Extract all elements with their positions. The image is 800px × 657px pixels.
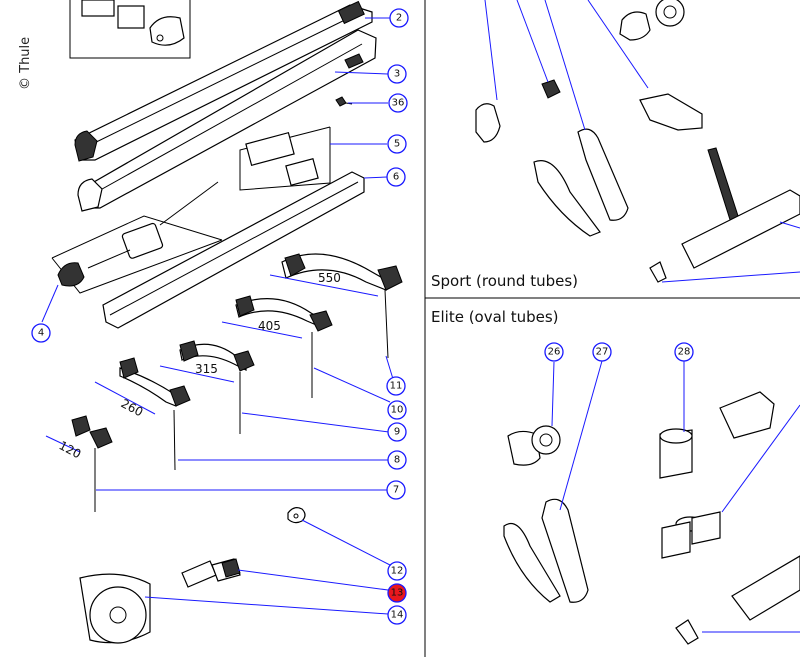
leader-lines-left (41, 17, 394, 615)
callout-2: 2 (389, 8, 409, 28)
dim-label-120: 120 (57, 438, 84, 461)
svg-text:9: 9 (394, 427, 400, 438)
dimension-550: 550 (269, 271, 379, 297)
svg-text:14: 14 (391, 610, 404, 621)
sport-parts (475, 0, 800, 283)
svg-text:6: 6 (393, 172, 399, 183)
dim-label-315: 315 (195, 362, 218, 376)
part-strap-roll (79, 573, 151, 644)
svg-text:3: 3 (394, 69, 400, 80)
elite-parts (503, 391, 800, 645)
svg-text:28: 28 (678, 347, 691, 358)
svg-text:27: 27 (596, 347, 609, 358)
dimension-315: 315 (159, 362, 235, 383)
svg-text:26: 26 (548, 347, 561, 358)
dimension-405: 405 (221, 319, 303, 339)
part-profile-bar (74, 0, 373, 162)
part-end-cap-set (51, 181, 223, 294)
part-plate-set (239, 126, 331, 191)
callout-28: 28 (674, 342, 694, 362)
svg-text:10: 10 (391, 405, 404, 416)
part-profile-bar-lower (77, 29, 377, 212)
part-bracket-set (69, 0, 191, 59)
svg-text:11: 11 (390, 381, 403, 392)
leader-lines-elite (551, 360, 800, 633)
part-clip (287, 507, 306, 524)
svg-text:13: 13 (391, 588, 404, 599)
callout-10: 10 (387, 400, 407, 420)
part-arm-550 (281, 253, 403, 359)
callout-4: 4 (31, 323, 51, 343)
dim-label-550: 550 (318, 271, 341, 285)
callout-14: 14 (387, 605, 407, 625)
callout-13-highlighted[interactable]: 13 (387, 583, 407, 603)
part-angle-bar (102, 171, 365, 329)
part-arm-405 (235, 295, 333, 398)
svg-text:8: 8 (394, 455, 400, 466)
callout-3: 3 (387, 64, 407, 84)
sport-panel-label: Sport (round tubes) (431, 272, 579, 290)
callout-27: 27 (592, 342, 612, 362)
dimension-120: 120 (45, 435, 84, 461)
callout-8: 8 (387, 450, 407, 470)
callout-9: 9 (387, 422, 407, 442)
callout-12: 12 (387, 561, 407, 581)
svg-text:7: 7 (393, 485, 399, 496)
svg-text:12: 12 (391, 566, 404, 577)
callout-36: 36 (388, 93, 408, 113)
callout-26: 26 (544, 342, 564, 362)
part-screw (335, 96, 353, 107)
leader-lines-sport (484, 0, 800, 283)
part-arm-120 (71, 415, 113, 512)
callout-6: 6 (386, 167, 406, 187)
elite-panel-label: Elite (oval tubes) (431, 308, 559, 326)
svg-text:4: 4 (38, 328, 44, 339)
svg-text:2: 2 (396, 13, 402, 24)
callout-7: 7 (386, 480, 406, 500)
part-buckle (181, 558, 241, 588)
dim-label-260: 260 (119, 396, 146, 419)
svg-text:5: 5 (394, 139, 400, 150)
part-arm-315 (179, 340, 255, 434)
callout-11: 11 (386, 376, 406, 396)
dim-label-405: 405 (258, 319, 281, 333)
part-arm-260 (119, 357, 191, 471)
svg-text:36: 36 (392, 98, 405, 109)
callout-5: 5 (387, 134, 407, 154)
